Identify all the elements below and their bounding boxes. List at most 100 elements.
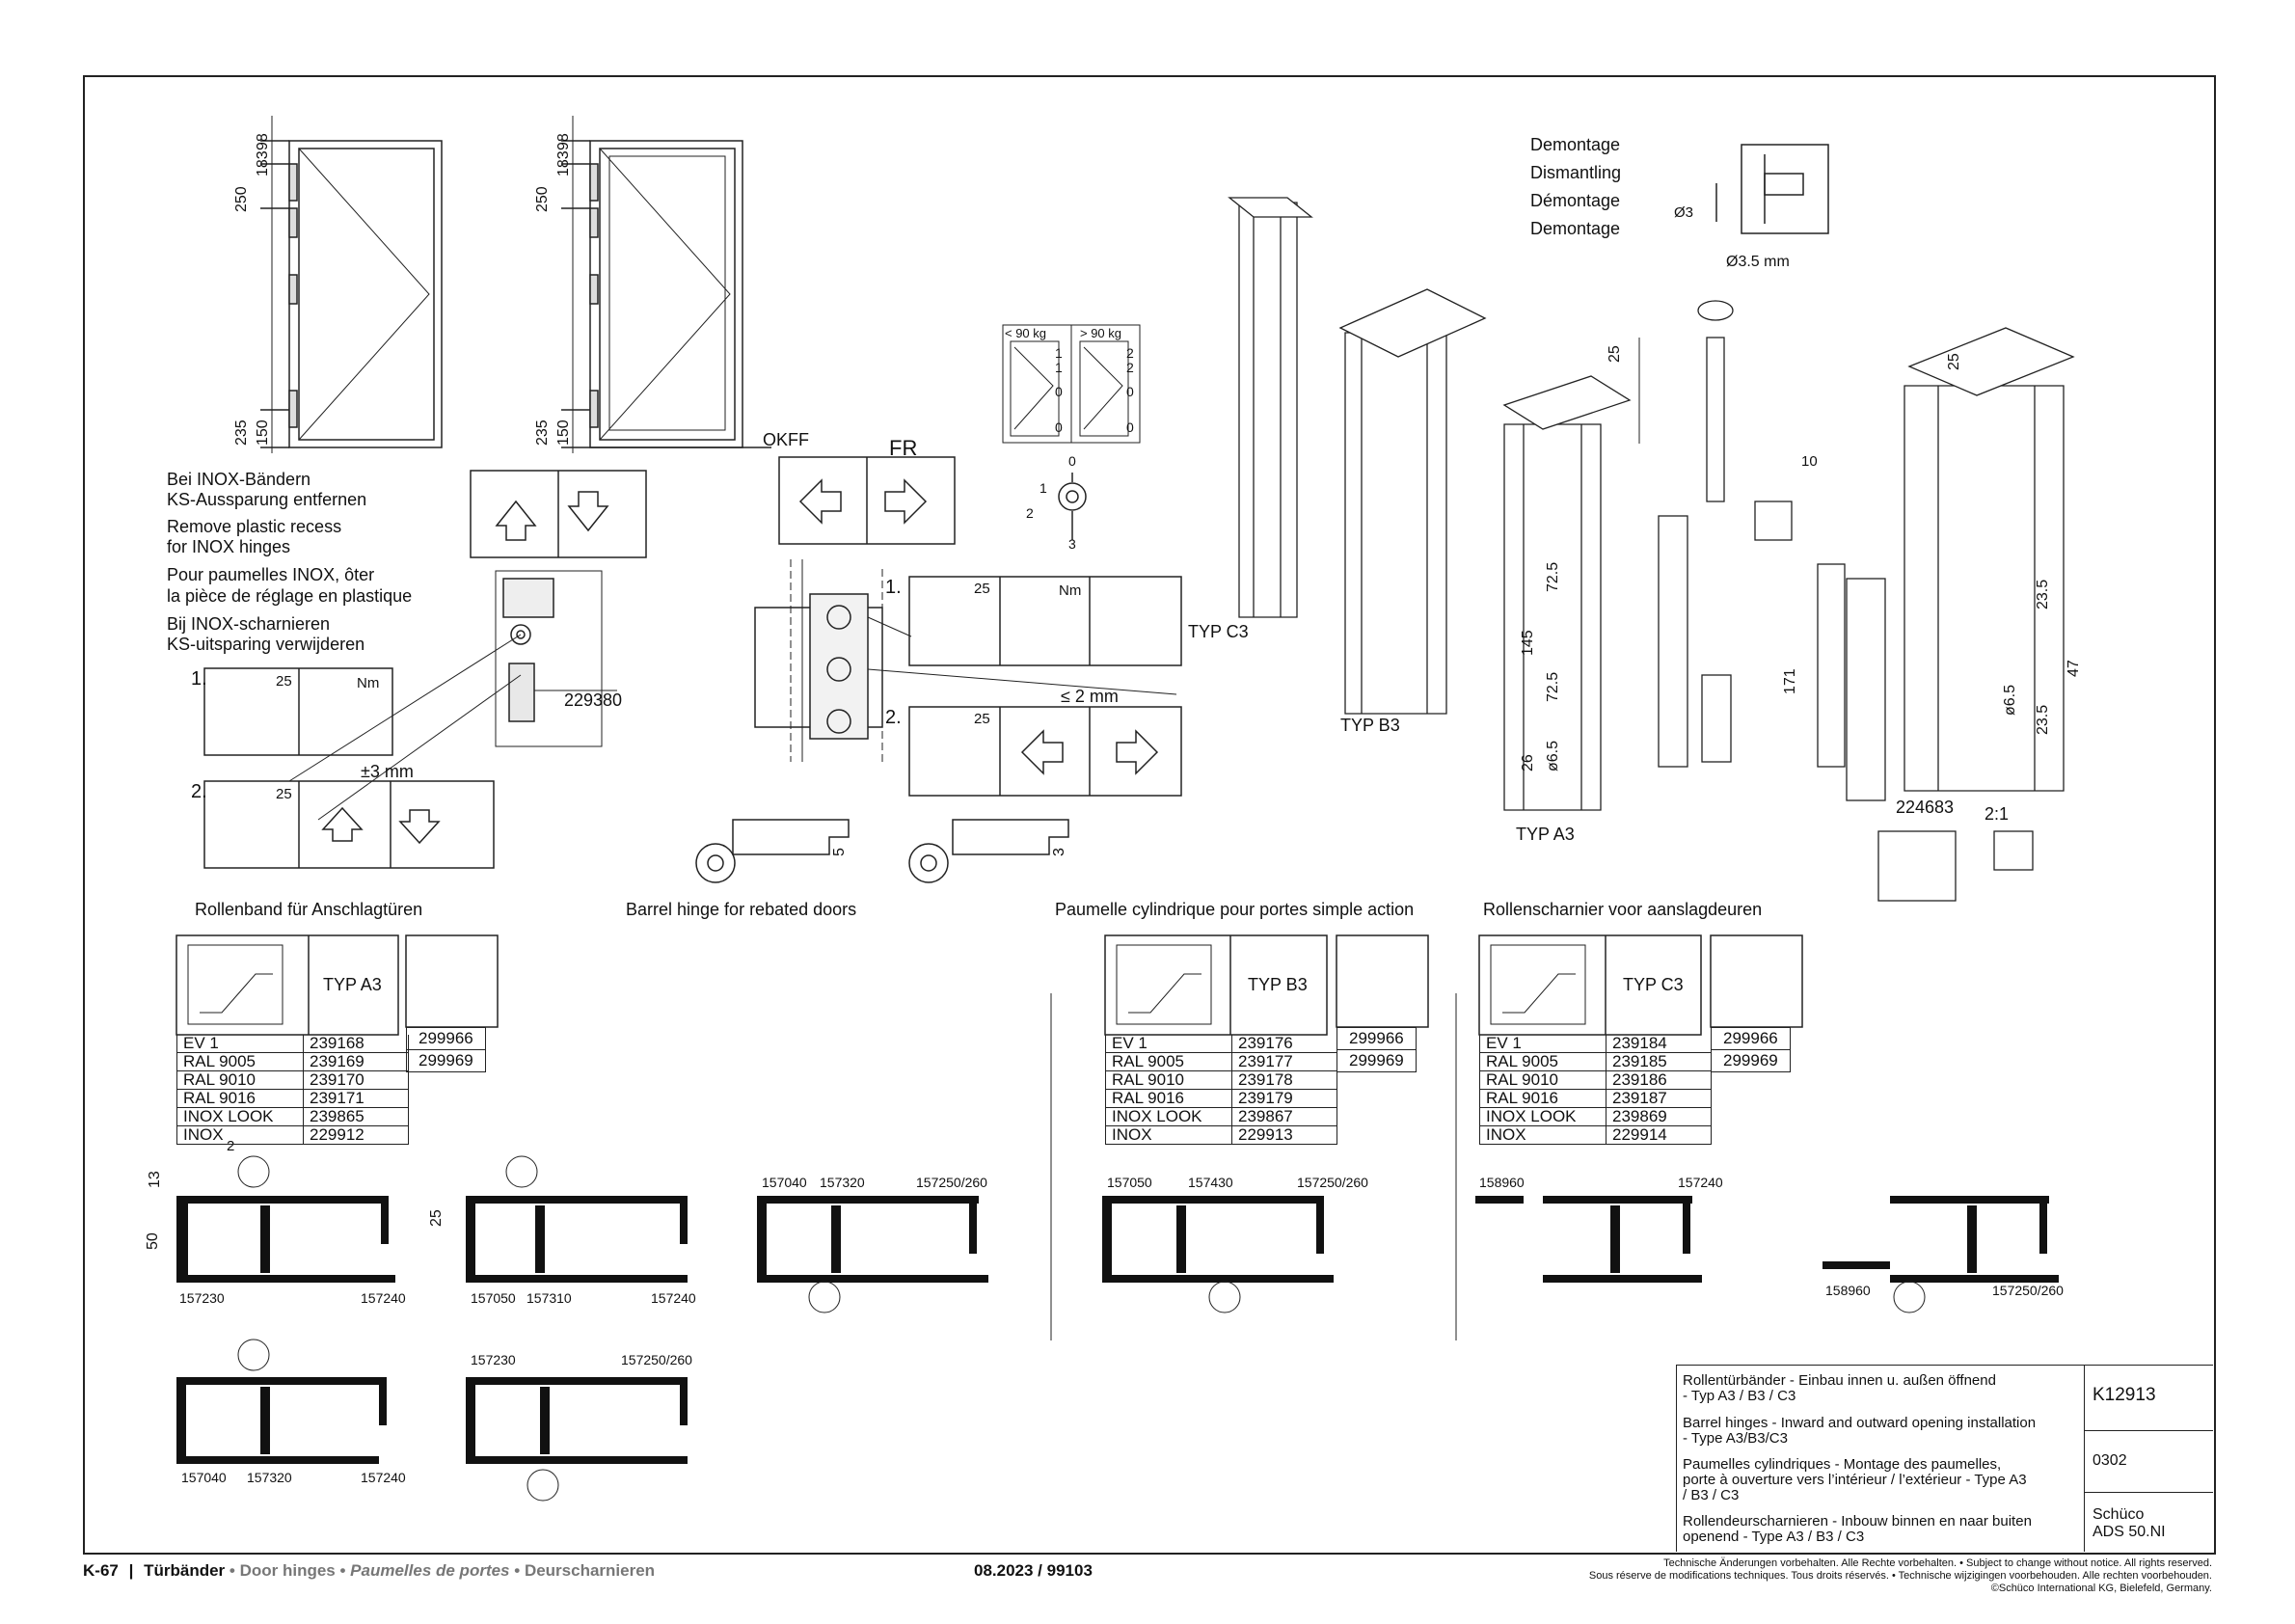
seq-digit: 1	[1055, 345, 1063, 361]
footer-separator: |	[128, 1561, 134, 1580]
profile-typ-b3	[1338, 288, 1487, 715]
profile-label: 157250/260	[621, 1352, 692, 1367]
bullet: •	[339, 1561, 346, 1580]
dim-25-right: 25	[1946, 353, 1962, 370]
profile-label: 157430	[1188, 1175, 1233, 1190]
profile-label: 157250/260	[916, 1175, 987, 1190]
footer-left: K-67 | Türbänder • Door hinges • Paumell…	[83, 1561, 655, 1581]
dim-6-5-left: ø6.5	[1545, 740, 1561, 771]
edition: 08.2023 / 99103	[974, 1561, 1093, 1580]
drill-code: 299969	[406, 1049, 486, 1072]
heading-nl: Rollenscharnier voor aanslagdeuren	[1483, 900, 1763, 919]
table-cell: 239168	[303, 1035, 409, 1053]
dim-25-a3: 25	[1606, 345, 1623, 363]
dim-98-right: 98	[555, 133, 572, 150]
seq-digit: 0	[1055, 384, 1063, 399]
table-a3-type: TYP A3	[323, 975, 382, 994]
scale-2-1: 2:1	[1984, 804, 2010, 824]
title-fr-line2: porte à ouverture vers l’intérieur / l’e…	[1683, 1472, 2027, 1488]
table-cell: INOX	[1105, 1125, 1232, 1145]
table-cell: RAL 9016	[1105, 1089, 1232, 1108]
title-de-line2: - Typ A3 / B3 / C3	[1683, 1388, 1796, 1404]
table-b3-type: TYP B3	[1248, 975, 1308, 994]
dim-23-5-bottom: 23.5	[2035, 704, 2051, 735]
page-number: K-67	[83, 1561, 119, 1580]
pin-dim: Ø3	[1674, 204, 1694, 221]
profile-label: 157250/260	[1992, 1283, 2064, 1298]
table-cell: 239177	[1231, 1052, 1337, 1071]
table-cell: 239171	[303, 1089, 409, 1108]
profile-label: 157320	[247, 1470, 292, 1485]
dim-3: 3	[1051, 848, 1067, 856]
profile-label: 157230	[471, 1352, 516, 1367]
table-cell: 239187	[1606, 1089, 1712, 1108]
dim-183-right: 183	[555, 150, 572, 176]
dim-25-section: 25	[428, 1209, 445, 1227]
table-cell: RAL 9005	[176, 1052, 304, 1071]
heading-en: Barrel hinge for rebated doors	[626, 900, 857, 919]
inox-nl-2: KS-uitsparing verwijderen	[167, 635, 365, 654]
seq-digit: 0	[1126, 420, 1134, 435]
drill-dim: Ø3.5 mm	[1726, 254, 1790, 270]
okff-label: OKFF	[763, 430, 809, 449]
profile-label: 157240	[361, 1290, 406, 1306]
dim-235-left: 235	[233, 420, 250, 446]
dim-26: 26	[1520, 754, 1536, 771]
drill-code: 299966	[406, 1027, 486, 1050]
table-cell: 239176	[1231, 1035, 1337, 1053]
dismantle-de: Demontage	[1530, 135, 1621, 154]
table-cell: 239170	[303, 1070, 409, 1090]
title-en: Barrel hinges - Inward and outward openi…	[1677, 1414, 2084, 1448]
table-cell: RAL 9010	[1479, 1070, 1606, 1090]
dim-2: 2	[227, 1138, 235, 1154]
dim-50: 50	[145, 1232, 161, 1250]
table-cell: EV 1	[1105, 1035, 1232, 1053]
hinge-symbols	[237, 1155, 1926, 1502]
kg-gt90: > 90 kg	[1080, 326, 1122, 340]
bullet: •	[229, 1561, 235, 1580]
dim-23-5-top: 23.5	[2035, 579, 2051, 609]
door-elevation-right	[561, 116, 771, 453]
step-1-left: 1.	[191, 668, 207, 690]
table-cell: 239179	[1231, 1089, 1337, 1108]
profile-label: 158960	[1825, 1283, 1871, 1298]
table-cell: 239178	[1231, 1070, 1337, 1090]
inox-fr-2: la pièce de réglage en plastique	[167, 586, 413, 606]
seq-digit: 2	[1126, 360, 1134, 375]
table-cell: INOX	[176, 1125, 304, 1145]
table-cell: INOX LOOK	[1479, 1107, 1606, 1126]
title-nl-line2: openend - Type A3 / B3 / C3	[1683, 1529, 1865, 1545]
profile-label: 157240	[651, 1290, 696, 1306]
rot-digit: 1	[1040, 480, 1047, 496]
dim-250-183-left: 250	[233, 186, 250, 212]
title-fr-line3: / B3 / C3	[1683, 1487, 1740, 1503]
profile-label: 157230	[179, 1290, 225, 1306]
profile-label: 157040	[762, 1175, 807, 1190]
dim-98-left: 98	[255, 133, 271, 150]
drawing-frame	[83, 75, 2216, 1555]
table-cell: 239185	[1606, 1052, 1712, 1071]
profile-typ-c3	[1228, 197, 1313, 618]
fr-label: FR	[889, 436, 918, 460]
title-nl-line1: Rollendeurscharnieren - Inbouw binnen en…	[1683, 1513, 2032, 1529]
part-224683: 224683	[1896, 798, 1955, 817]
torx-right-1: 25	[974, 581, 990, 597]
seq-digit: 2	[1126, 345, 1134, 361]
dim-6-5-right: ø6.5	[2002, 684, 2018, 716]
dim-183-left: 183	[255, 150, 271, 176]
dim-150-left: 150	[255, 420, 271, 446]
heading-de: Rollenband für Anschlagtüren	[195, 900, 423, 919]
inox-de-2: KS-Aussparung entfernen	[167, 490, 367, 509]
section-profiles	[176, 1196, 2059, 1464]
seq-digit: 1	[1055, 360, 1063, 375]
torx-left-1: 25	[276, 673, 292, 690]
torx-left-2: 25	[276, 786, 292, 802]
table-cell: RAL 9005	[1105, 1052, 1232, 1071]
dim-235-right: 235	[534, 420, 551, 446]
kg-lt90: < 90 kg	[1005, 326, 1047, 340]
table-cell: EV 1	[1479, 1035, 1606, 1053]
profile-label: 158960	[1479, 1175, 1525, 1190]
dismantle-nl: Demontage	[1530, 219, 1621, 238]
